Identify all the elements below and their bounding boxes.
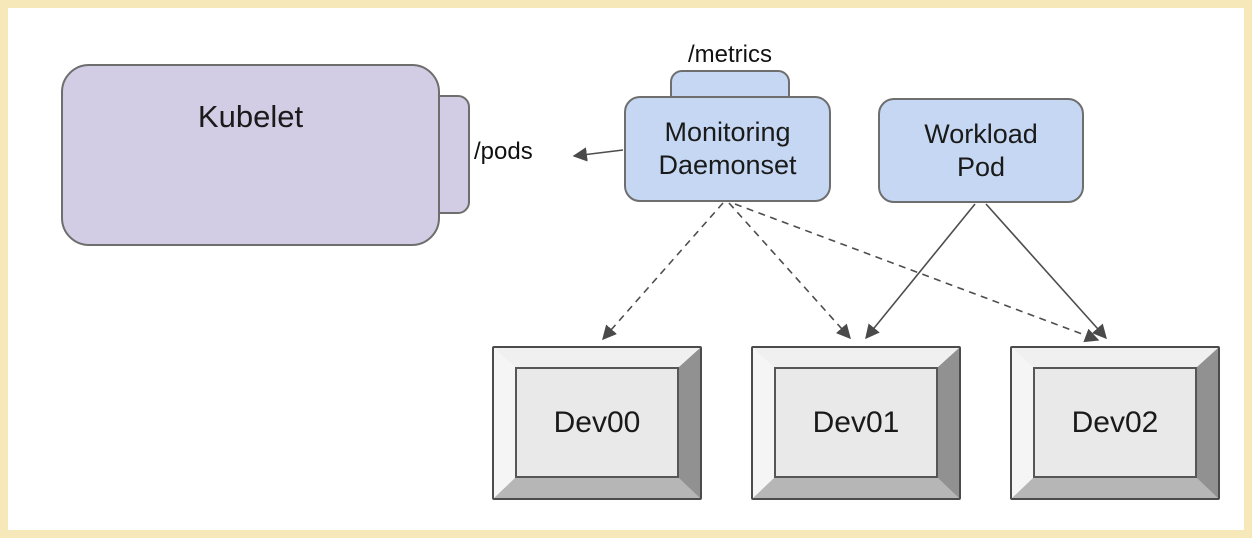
device-dev00-label: Dev00: [553, 405, 641, 439]
pods-endpoint-label: /pods: [474, 138, 533, 165]
edge-workload-dev02: [985, 203, 1107, 340]
workload-label-line1: Workload: [924, 118, 1038, 149]
device-dev00: Dev00: [492, 346, 702, 500]
kubelet-node: Kubelet: [61, 64, 440, 246]
edge-workload-dev01: [865, 203, 976, 340]
device-face: Dev01: [774, 367, 938, 478]
edge-layer: [572, 147, 1107, 343]
device-face: Dev00: [515, 367, 679, 478]
monitoring-daemonset-node: Monitoring Daemonset: [624, 96, 831, 202]
monitoring-label-line2: Daemonset: [658, 150, 797, 180]
metrics-endpoint-label: /metrics: [688, 41, 772, 68]
edge-monitoring-dev00: [602, 202, 724, 341]
edge-monitoring-dev01: [728, 202, 851, 340]
device-dev02-label: Dev02: [1071, 405, 1159, 439]
edge-monitoring-pods: [572, 147, 624, 162]
device-face: Dev02: [1033, 367, 1197, 478]
workload-pod-node: Workload Pod: [878, 98, 1084, 203]
monitoring-label-line1: Monitoring: [664, 117, 791, 148]
device-bezel: Dev02: [1012, 348, 1218, 498]
device-bezel: Dev01: [753, 348, 959, 498]
workload-label-line2: Pod: [956, 151, 1006, 182]
device-dev01-label: Dev01: [812, 405, 900, 439]
kubelet-label: Kubelet: [197, 99, 304, 134]
device-bezel: Dev00: [494, 348, 700, 498]
edge-monitoring-dev02: [734, 203, 1100, 343]
device-dev01: Dev01: [751, 346, 961, 500]
device-dev02: Dev02: [1010, 346, 1220, 500]
